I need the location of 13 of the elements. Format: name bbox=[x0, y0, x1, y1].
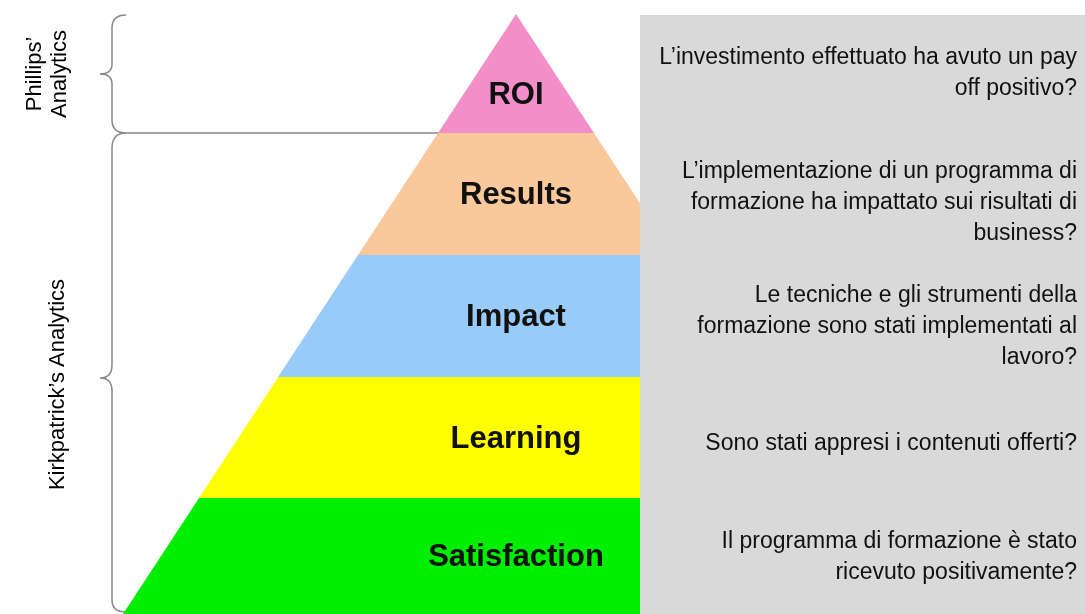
bracket-label: Phillips’ Analytics bbox=[21, 29, 71, 121]
question-text: L’implementazione di un programma di formazione ha impattato sui risultati di business? bbox=[680, 156, 1077, 247]
tier-label: Learning bbox=[450, 419, 582, 456]
tier-label: Impact bbox=[466, 298, 566, 334]
tier-label: ROI bbox=[488, 75, 544, 112]
question-text: L’investimento effettuato ha avuto un pay off positivo? bbox=[658, 42, 1077, 102]
question-text: Sono stati appresi i contenuti offerti? bbox=[704, 428, 1077, 457]
question-text: Il programma di formazione è stato ricevuto positivamente? bbox=[720, 526, 1077, 586]
tier-label: Satisfaction bbox=[428, 538, 604, 574]
tier-label: Results bbox=[460, 176, 572, 212]
question-panel bbox=[640, 15, 1085, 614]
question-text: Le tecniche e gli strumenti della formazione sono stati implementati al lavoro? bbox=[696, 280, 1077, 371]
bracket-label: Kirkpatrick’s Analytics bbox=[43, 277, 69, 493]
